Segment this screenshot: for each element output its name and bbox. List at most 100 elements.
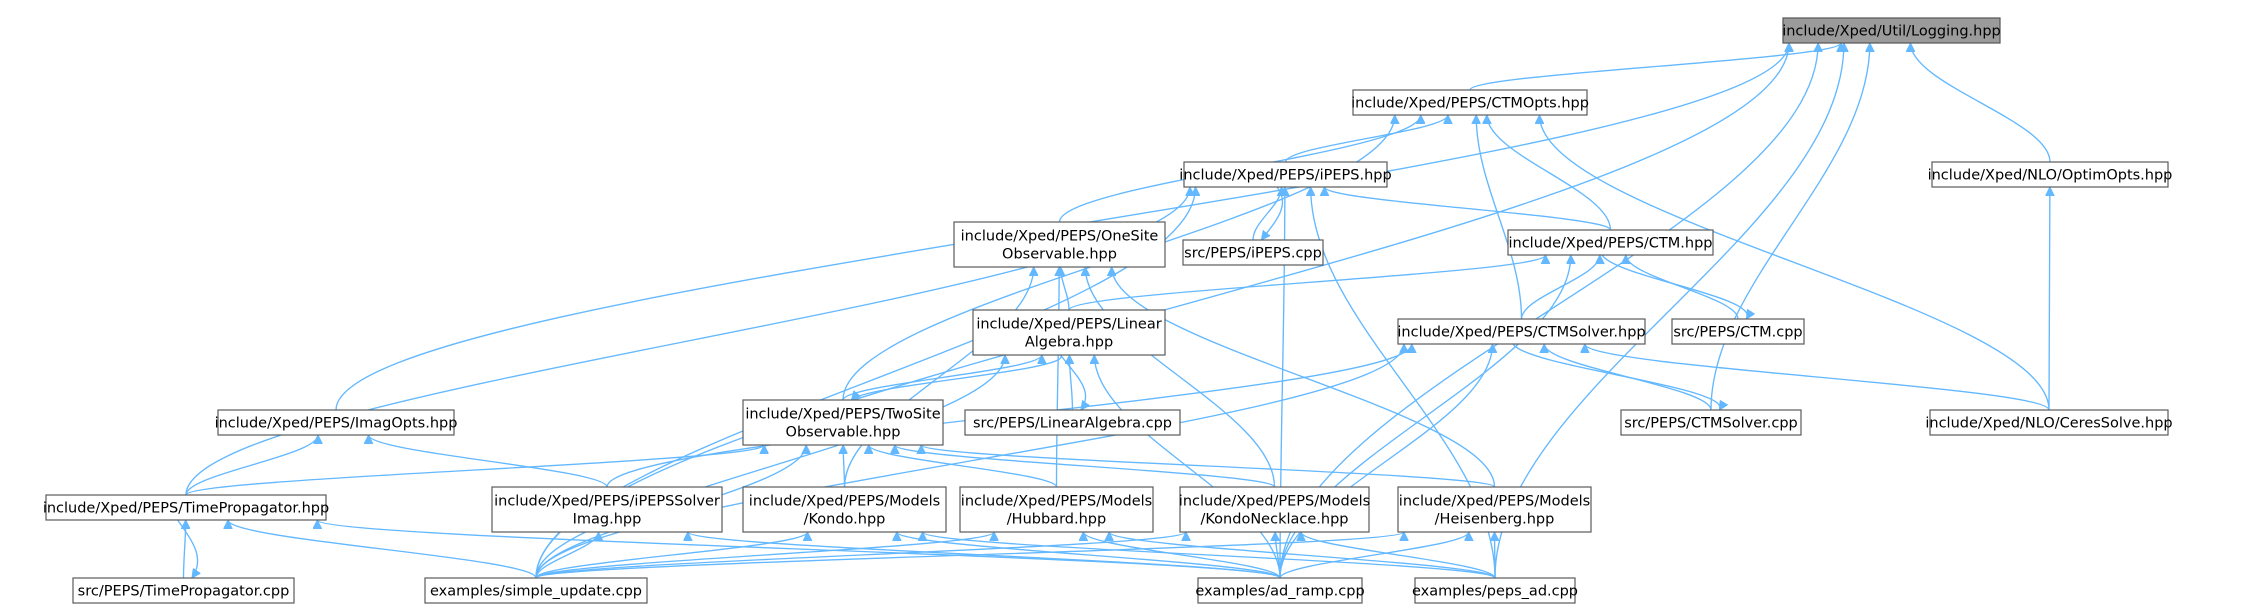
node-box <box>45 494 327 521</box>
edge-ctmsolver-to-ctm <box>1520 254 1600 320</box>
edge-pepsad-to-kondo <box>923 531 1496 579</box>
node-box <box>959 486 1154 533</box>
node-label: examples/ad_ramp.cpp <box>1195 584 1364 600</box>
node-label: include/Xped/PEPS/ImagOpts.hpp <box>215 416 458 432</box>
node-box <box>491 486 723 533</box>
node-srcctmsolver[interactable]: src/PEPS/CTMSolver.cpp <box>1620 409 1802 436</box>
node-srctimeprop[interactable]: src/PEPS/TimePropagator.cpp <box>72 577 295 604</box>
edge-ceres-to-ctmsolver <box>1585 343 2050 411</box>
edge-srctimeprop-to-timeprop <box>184 520 186 579</box>
edge-hubbard-to-twosite <box>869 444 1058 488</box>
edge-simpleupdate-to-ipepssolver <box>535 531 598 579</box>
node-label: include/Xped/PEPS/Linear <box>976 317 1161 333</box>
node-heisenberg[interactable]: include/Xped/PEPS/Models/Heisenberg.hpp <box>1397 486 1592 533</box>
edge-ctmopts-to-logging <box>1469 42 1841 91</box>
node-label: include/Xped/PEPS/Models <box>1399 494 1590 510</box>
node-label: include/Xped/PEPS/TwoSite <box>745 407 940 423</box>
node-linalg[interactable]: include/Xped/PEPS/LinearAlgebra.hpp <box>972 309 1166 356</box>
node-label: src/PEPS/TimePropagator.cpp <box>78 584 290 600</box>
edge-srclinalg-to-linalg <box>1069 355 1072 411</box>
node-ctmopts[interactable]: include/Xped/PEPS/CTMOpts.hpp <box>1351 89 1589 116</box>
node-box <box>1929 409 2169 436</box>
node-label: src/PEPS/LinearAlgebra.cpp <box>973 416 1172 432</box>
node-label: Observable.hpp <box>1002 247 1117 263</box>
node-simpleupdate[interactable]: examples/simple_update.cpp <box>424 577 648 604</box>
node-box <box>742 486 947 533</box>
edge-ceres-to-optimopts <box>2049 187 2050 411</box>
node-kondo[interactable]: include/Xped/PEPS/Models/Kondo.hpp <box>742 486 947 533</box>
edge-timeprop-to-imagopts <box>185 434 318 496</box>
node-box <box>964 409 1181 436</box>
edge-heisenberg-to-twosite <box>921 444 1496 488</box>
node-imagopts[interactable]: include/Xped/PEPS/ImagOpts.hpp <box>215 409 458 436</box>
node-srcipeps[interactable]: src/PEPS/iPEPS.cpp <box>1182 239 1324 266</box>
edge-pepsad-to-kondonecklace <box>1301 531 1496 579</box>
edge-kondo-to-twosite <box>843 445 844 488</box>
node-box <box>1179 486 1370 533</box>
node-pepsad[interactable]: examples/peps_ad.cpp <box>1412 577 1578 604</box>
node-label: include/Xped/PEPS/TimePropagator.hpp <box>43 501 329 517</box>
node-box <box>217 409 455 436</box>
edge-linalg-to-srclinalg <box>1060 354 1086 410</box>
node-label: include/Xped/PEPS/iPEPS.hpp <box>1179 168 1391 184</box>
node-label: include/Xped/PEPS/CTMOpts.hpp <box>1351 96 1589 112</box>
node-logging[interactable]: include/Xped/Util/Logging.hpp <box>1782 17 2001 44</box>
node-srcctm[interactable]: src/PEPS/CTM.cpp <box>1671 318 1805 345</box>
node-label: /Kondo.hpp <box>804 512 886 528</box>
node-label: Observable.hpp <box>786 425 901 441</box>
edge-adramp-to-kondonecklace <box>1275 532 1281 579</box>
node-adramp[interactable]: examples/ad_ramp.cpp <box>1195 577 1365 604</box>
edge-simpleupdate-to-kondonecklace <box>535 531 1186 579</box>
node-box <box>1182 239 1324 266</box>
node-srclinalg[interactable]: src/PEPS/LinearAlgebra.cpp <box>964 409 1181 436</box>
edge-adramp-to-heisenberg <box>1279 531 1469 579</box>
node-hubbard[interactable]: include/Xped/PEPS/Models/Hubbard.hpp <box>959 486 1154 533</box>
edge-adramp-to-kondo <box>897 531 1281 579</box>
edge-simpleupdate-to-kondo <box>535 531 807 579</box>
node-box <box>1931 161 2169 188</box>
edge-ctm-to-ctmopts <box>1487 115 1612 231</box>
node-ipeps[interactable]: include/Xped/PEPS/iPEPS.hpp <box>1179 161 1392 188</box>
node-box <box>1782 17 2001 44</box>
node-label: include/Xped/PEPS/CTMSolver.hpp <box>1397 325 1645 341</box>
edge-linalg-to-twosite <box>851 354 1062 400</box>
node-label: Imag.hpp <box>573 512 642 528</box>
edge-simpleupdate-to-heisenberg <box>535 531 1404 579</box>
node-label: /KondoNecklace.hpp <box>1201 512 1349 528</box>
edge-kondonecklace-to-twosite <box>895 444 1276 488</box>
edge-ctmsolver-to-ctmopts <box>1476 115 1523 320</box>
node-ceres[interactable]: include/Xped/NLO/CeresSolve.hpp <box>1925 409 2173 436</box>
node-ctmsolver[interactable]: include/Xped/PEPS/CTMSolver.hpp <box>1397 318 1646 345</box>
node-label: include/Xped/PEPS/iPEPSSolver <box>494 494 720 510</box>
edge-srcctmsolver-to-logging <box>1710 43 1870 411</box>
node-label: include/Xped/PEPS/CTM.hpp <box>1508 236 1712 252</box>
node-box <box>742 399 944 446</box>
edge-linalg-to-onesite <box>1061 267 1070 311</box>
edge-pepsad-to-hubbard <box>1109 531 1496 579</box>
node-label: include/Xped/Util/Logging.hpp <box>1782 24 2001 40</box>
node-kondonecklace[interactable]: include/Xped/PEPS/Models/KondoNecklace.h… <box>1179 486 1370 533</box>
edge-optimopts-to-logging <box>1911 43 2051 163</box>
node-box <box>1183 161 1388 188</box>
node-label: include/Xped/PEPS/Models <box>749 494 940 510</box>
node-box <box>1671 318 1805 345</box>
edge-linalg-to-ctm <box>1068 254 1546 311</box>
edge-adramp-to-ctmsolver <box>1279 344 1493 579</box>
edge-ipeps-to-srcipeps <box>1261 186 1284 240</box>
node-timeprop[interactable]: include/Xped/PEPS/TimePropagator.hpp <box>43 494 329 521</box>
node-label: include/Xped/PEPS/Models <box>961 494 1152 510</box>
node-optimopts[interactable]: include/Xped/NLO/OptimOpts.hpp <box>1928 161 2173 188</box>
node-box <box>1352 89 1588 116</box>
node-label: examples/peps_ad.cpp <box>1412 584 1578 600</box>
node-label: examples/simple_update.cpp <box>430 584 642 600</box>
edge-simpleupdate-to-linalg <box>535 355 1005 579</box>
node-box <box>1397 318 1646 345</box>
node-box <box>72 577 295 604</box>
edge-adramp-to-hubbard <box>1083 531 1281 579</box>
node-ctm[interactable]: include/Xped/PEPS/CTM.hpp <box>1507 229 1714 256</box>
node-box <box>1414 577 1576 604</box>
